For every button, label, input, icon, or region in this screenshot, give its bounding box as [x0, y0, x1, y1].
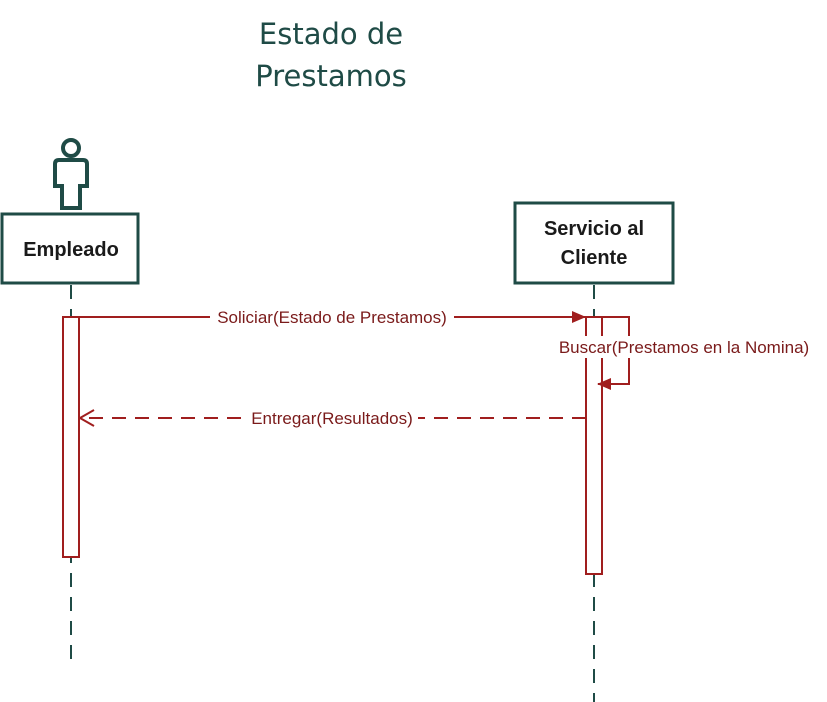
diagram-title-line1: Estado de [259, 17, 403, 51]
message-soliciar-label: Soliciar(Estado de Prestamos) [217, 308, 447, 327]
message-buscar-label-bg [551, 336, 817, 358]
message-entregar-label-bg [246, 406, 418, 428]
participant-servicio-cliente: Servicio al Cliente [513, 201, 675, 285]
diagram-title-line2: Prestamos [255, 59, 406, 93]
message-soliciar-label-bg [210, 305, 454, 327]
participant-servicio-label-line2: Cliente [561, 247, 628, 269]
message-buscar-label: Buscar(Prestamos en la Nomina) [559, 338, 809, 357]
actor-icon [53, 138, 89, 210]
message-entregar-arrowhead [77, 409, 95, 427]
participant-servicio-label-line1: Servicio al [544, 218, 644, 240]
participant-empleado: Empleado [0, 212, 140, 285]
activation-empleado [62, 316, 80, 558]
participant-empleado-label: Empleado [23, 239, 119, 261]
message-entregar-label: Entregar(Resultados) [251, 409, 413, 428]
